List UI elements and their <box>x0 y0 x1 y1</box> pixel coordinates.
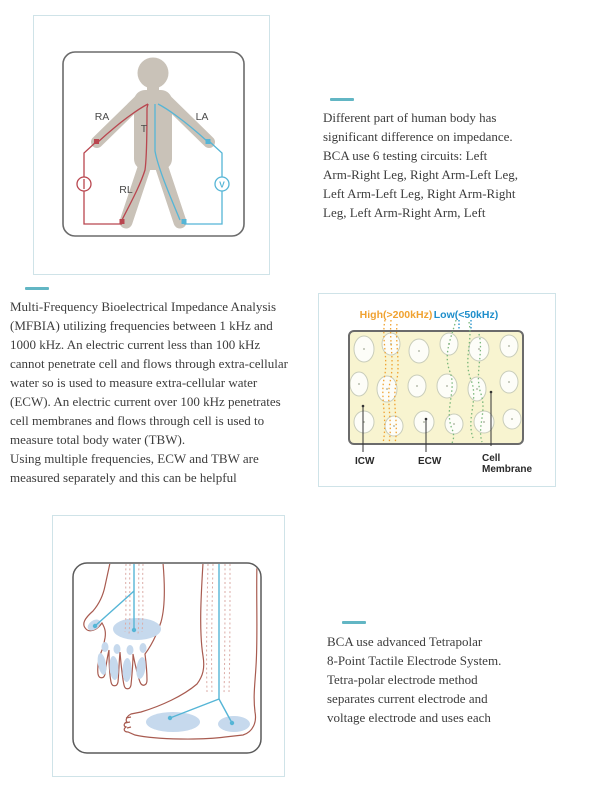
human-silhouette <box>91 57 215 229</box>
electrode-contact-diagram-box <box>52 515 285 777</box>
label-right-leg: RL <box>119 184 133 196</box>
ecw-label: ECW <box>418 456 442 467</box>
hand-electrode-pads <box>87 618 161 682</box>
icw-label: ICW <box>355 456 375 467</box>
body-circuits-diagram-box: V RA LA T RL <box>33 15 270 275</box>
current-circuit-red <box>76 103 149 225</box>
diagram-border <box>62 51 245 237</box>
section-dash <box>342 621 366 624</box>
label-right-arm: RA <box>95 111 110 123</box>
diagram-border <box>72 562 262 754</box>
cell-field-border <box>348 330 524 445</box>
low-frequency-label: Low(<50kHz) <box>434 309 498 321</box>
high-frequency-label: High(>200kHz) <box>360 309 433 321</box>
cell-frequency-diagram-box: High(>200kHz) Low(<50kHz) <box>318 293 556 487</box>
electrode-contact-illustration <box>72 562 262 754</box>
electrode-lines <box>92 564 235 726</box>
body-circuits-illustration: V RA LA T RL <box>62 51 245 237</box>
low-frequency-entry-dots <box>458 320 472 330</box>
high-frequency-current-path <box>382 319 399 444</box>
section-dash <box>330 98 354 101</box>
foot-electrode-pads <box>146 712 250 732</box>
voltage-circuit-blue <box>154 103 230 225</box>
circuits-paragraph: Different part of human body has signifi… <box>323 110 518 220</box>
cell-membrane-label-line2: Membrane <box>482 464 532 475</box>
low-frequency-current-path <box>446 319 484 444</box>
voltmeter-symbol: V <box>219 180 225 190</box>
current-hint-lines <box>124 564 231 695</box>
label-left-arm: LA <box>196 111 209 123</box>
section-dash <box>25 287 49 290</box>
electrode-points <box>92 623 235 726</box>
mfbia-paragraph: Multi-Frequency Bioelectrical Impedance … <box>10 299 288 485</box>
pointer-lines <box>361 390 493 452</box>
cell-frequency-illustration: High(>200kHz) Low(<50kHz) <box>348 309 532 475</box>
cells <box>350 332 522 437</box>
cell-membrane-label-line1: Cell <box>482 453 501 464</box>
electrodes-paragraph: BCA use advanced Tetrapolar 8-Point Tact… <box>327 634 502 725</box>
foot-outline <box>123 564 258 740</box>
label-trunk: T <box>141 123 148 135</box>
voltmeter-icon <box>214 176 230 192</box>
